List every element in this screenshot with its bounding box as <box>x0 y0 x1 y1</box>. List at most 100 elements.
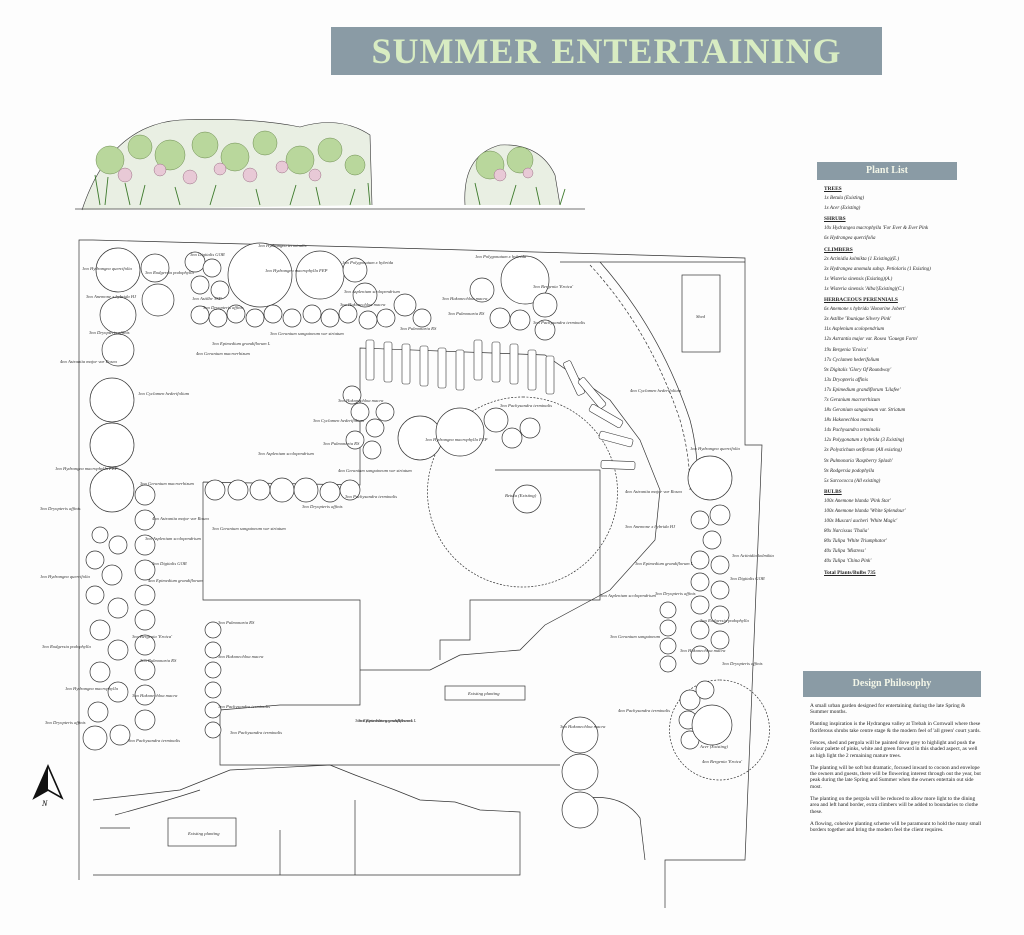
plan-label: 1no Hydrangea quercifolia <box>690 446 741 451</box>
plan-label: 3no Digitalis GOR <box>190 252 225 257</box>
plant-category: TREES <box>824 186 842 192</box>
plan-label: 3no Epimedium grandiflorum L <box>358 718 417 723</box>
plan-label: 1no Hydrangea macrophylla <box>65 686 119 691</box>
plant-list-heading: Plant List <box>817 162 957 180</box>
plan-label: 3no Epimedium grandiflorum L <box>635 561 694 566</box>
plan-label: 3no Hakonechloa macra <box>218 654 264 659</box>
plan-label: 3no Anemone x hybrida HJ <box>625 524 676 529</box>
plan-label: 3no Hakonechloa macra <box>680 648 726 653</box>
plan-label: 3no Pulmonaria RS <box>400 326 437 331</box>
plant-list-item: 7x Geranium macrorrhizum <box>824 397 880 403</box>
plan-label: 3no Cyclamen hederifolium <box>313 418 365 423</box>
philosophy-paragraph: The planting on the pergola will be redu… <box>810 795 979 815</box>
plant-list-item: 1x Wisteria sinensis 'Alba'(Existing)(C.… <box>824 286 905 292</box>
plan-label: 3no Pulmonaria RS <box>140 658 177 663</box>
plan-label: 3no Digitalis GOR <box>730 576 765 581</box>
plan-label: 3no Actinidia kolmikta <box>732 553 774 558</box>
plant-list-item: 40x Tulipa 'Mistress' <box>824 549 866 555</box>
plot-boundary <box>78 239 763 908</box>
plant-list-item: 100x Anemone blanda 'White Splendour' <box>824 509 906 514</box>
plan-label: 3no Rodgersia podophylla <box>42 644 91 649</box>
tree-canopy-acer <box>669 679 770 781</box>
plant-category: BULBS <box>824 488 842 495</box>
plan-label: 3no Dryopteris affinis <box>89 330 130 335</box>
plan-label: 3no Geranium sanguineum var striatum <box>212 526 286 531</box>
plan-label: 4no Geranium sanguineum var striatum <box>338 468 412 473</box>
plant-category: CLIMBERS <box>824 246 853 253</box>
plan-label: 3no Asplenium scolopendrium <box>145 536 201 541</box>
plan-label: 3no Rodgersia podophylla <box>145 270 194 275</box>
plan-label: 3no Hakonechloa macra <box>560 724 606 729</box>
plant-total: Total Plants/Bulbs 735 <box>824 569 876 576</box>
plant-list-item: 1x Wisteria sinensis (Existing)(A.) <box>824 276 893 282</box>
plan-label: 3no Hakonechloa macra <box>132 693 178 698</box>
plan-label: 1no Cyclamen hederifolium <box>138 391 190 396</box>
plan-label: 1no Hydrangea quercifolia <box>40 574 91 579</box>
plan-label: 3no Epimedium grandiflorum L <box>212 341 271 346</box>
plan-label: 3no Pachysandra terminalis <box>230 730 282 735</box>
plan-label: 3no Geranium macrorrhizum <box>140 481 195 486</box>
plan-label: 3no Dryopteris affinis <box>45 720 86 725</box>
plant-list-item: 14x Pachysandra terminalis <box>824 428 881 434</box>
plant-labels: 1no Hydrangea terminalis 3no Digitalis G… <box>40 243 774 764</box>
plan-label: 1no Hydrangea terminalis <box>258 243 307 248</box>
plant-list-item: 9x Rodgersia podophylla <box>824 468 875 474</box>
terrace-steps <box>202 347 661 766</box>
plant-list-item: 6x Anemone x hybrida 'Honorine Jobert' <box>824 307 906 313</box>
plan-label: 3no Asplenium scolopendrium <box>258 451 314 456</box>
north-label: N <box>41 799 48 808</box>
plan-label: 1no Hydrangea macrophylla FEP <box>425 437 488 442</box>
shed <box>681 274 721 353</box>
plan-label: 3no Asplenium scolopendrium <box>600 593 656 598</box>
plan-label: 4no Astrantia major var Rosea <box>625 489 683 494</box>
plan-label: 3no Rodgersia podophylla <box>700 618 749 623</box>
plant-list-item: 100x Anemone blanda 'Pink Star' <box>824 498 891 504</box>
plan-label: 1no Hydrangea quercifolia <box>82 266 133 271</box>
plan-label: 4no Astrantia major var Rosea <box>60 359 118 364</box>
plant-list-item: 6x Hydrangea quercifolia <box>824 236 876 242</box>
plan-label: 3no Geranium sanguineum <box>610 634 661 639</box>
plant-list-item: 18x Geranium sanguineum var. Striatum <box>824 408 906 414</box>
front-path <box>92 764 521 876</box>
plant-list-item: 5x Sarcococca (All existing) <box>824 478 881 484</box>
plant-list-item: 19x Bergenia 'Eroica' <box>824 347 868 353</box>
philosophy-paragraph: A flowing, cohesive planting scheme will… <box>810 820 982 834</box>
plant-list-item: 100x Muscari aucheri 'White Magic' <box>824 519 898 525</box>
plan-label: 3no Hakonechloa macra <box>442 296 488 301</box>
plan-label: 3no Pachysandra terminalis <box>218 704 270 709</box>
plan-label: 3no Dryopteris affinis <box>302 504 343 509</box>
plant-list-item: 10x Hydrangea macrophylla 'For Ever & Ev… <box>824 226 929 232</box>
plant-category: SHRUBS <box>824 216 846 223</box>
plan-label: 3no Bergenia 'Eroica' <box>132 634 173 639</box>
plan-label: 3no Pulmonaria RS <box>323 441 360 446</box>
philosophy-paragraph: The planting will be soft but dramatic, … <box>810 764 981 790</box>
plan-label: 4no Astrantia major var Rosea <box>152 516 210 521</box>
plant-list-item: 17x Cyclamen hederifolium <box>824 357 880 363</box>
plan-label: 3no Epimedium grandiflorum L <box>355 718 414 723</box>
plan-label: 1no Polygonatum x hybrida <box>475 254 527 259</box>
existing-planting-box-1 <box>167 817 237 847</box>
plant-list-item: 9x Pulmonaria 'Raspberry Splash' <box>824 458 893 464</box>
plant-list-item: 1x Acer (Existing) <box>824 206 861 212</box>
plan-label: 3no Dryopteris affinis <box>40 506 81 511</box>
plant-list-item: 17x Epimedium grandiflorum 'Lilafee' <box>824 387 901 393</box>
plan-label: 1no Hydrangea macrophylla FEP <box>55 466 118 471</box>
existing-planting-label-2: Existing planting <box>467 691 500 696</box>
plan-label: 3no Bergenia 'Eroica' <box>533 284 574 289</box>
plan-label: 3no Asplenium scolopendrium <box>344 289 400 294</box>
plan-label: 1no Astilbe YSP <box>192 296 222 301</box>
shed-label: Shed <box>696 314 706 319</box>
existing-planting-label-1: Existing planting <box>187 831 220 836</box>
philosophy-paragraph: A small urban garden designed for entert… <box>810 703 966 716</box>
plan-label: 4no Geranium macrorrhizum <box>196 351 251 356</box>
plan-label: 3no Pachysandra terminalis <box>345 494 397 499</box>
plan-label: 4no Pachysandra terminalis <box>618 708 670 713</box>
plan-label: 3no Hakonechloa macra <box>340 302 386 307</box>
plant-list-item: 9x Digitalis 'Glory Of Roundway' <box>824 367 892 373</box>
existing-planting-box-2 <box>444 685 526 701</box>
betula-label: Betula (Existing) <box>505 493 537 498</box>
plan-label: 3no Digitalis GOR <box>152 561 187 566</box>
plant-list-item: 11x Asplenium scolopendrium <box>824 327 885 333</box>
plant-list-item: 13x Dryopteris affinis <box>824 377 868 383</box>
